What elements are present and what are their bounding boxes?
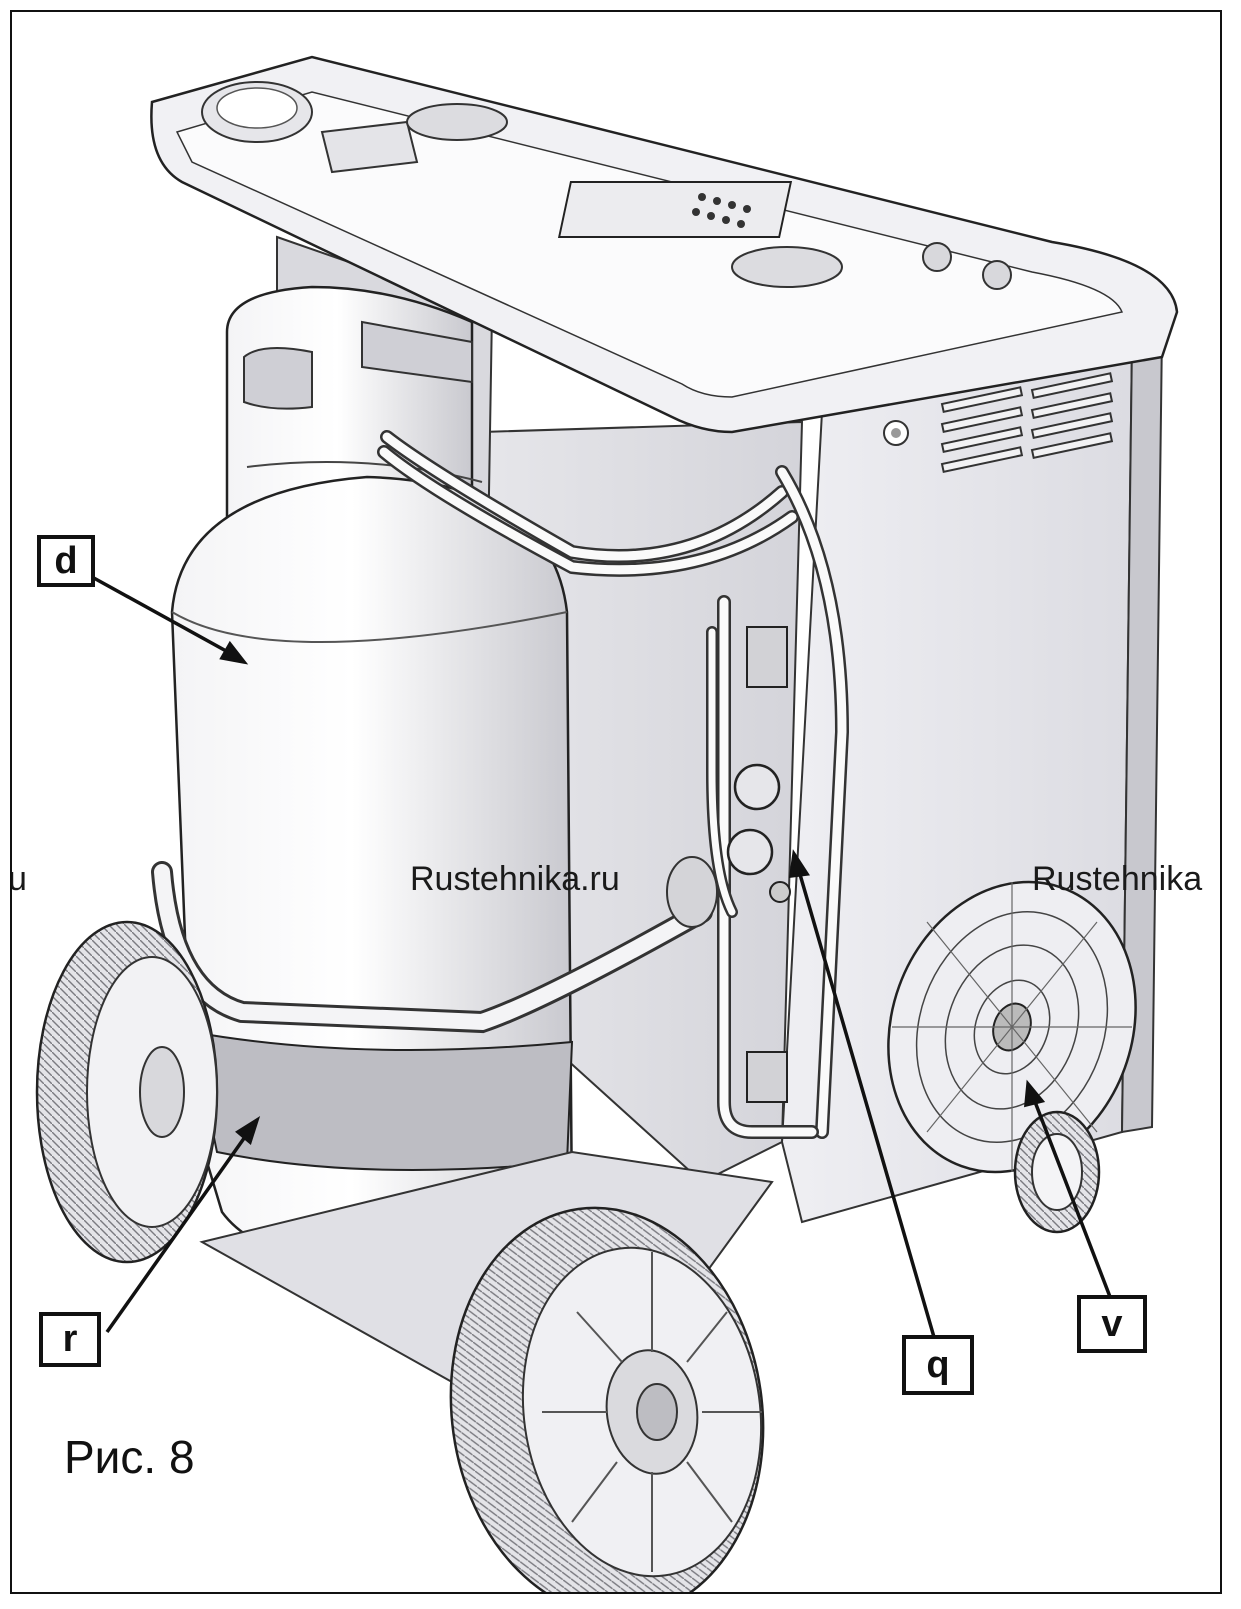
watermark-left: u xyxy=(12,860,27,899)
refrigerant-cylinder xyxy=(170,285,574,1274)
callout-d: d xyxy=(37,535,95,587)
figure-caption: Рис. 8 xyxy=(64,1431,195,1483)
top-tray xyxy=(150,55,1179,434)
callout-q: q xyxy=(902,1335,974,1395)
callout-leaders xyxy=(91,575,1114,1383)
watermark-right: Rustehnika xyxy=(1032,860,1203,898)
right-wheel xyxy=(449,1206,765,1592)
condenser-fan xyxy=(887,880,1137,1174)
hoses xyxy=(377,430,850,1139)
valve-assembly xyxy=(726,626,791,1103)
machine-drawing xyxy=(35,55,1179,1592)
rear-caster xyxy=(1013,1110,1101,1234)
callout-v: v xyxy=(1077,1295,1147,1353)
left-wheel xyxy=(35,920,219,1264)
figure-frame: d r q v u Rustehnika.ru Rustehnika Рис. … xyxy=(10,10,1222,1594)
watermark-center: Rustehnika.ru xyxy=(410,860,620,898)
vent-grille xyxy=(940,372,1114,474)
callout-r: r xyxy=(39,1312,101,1367)
